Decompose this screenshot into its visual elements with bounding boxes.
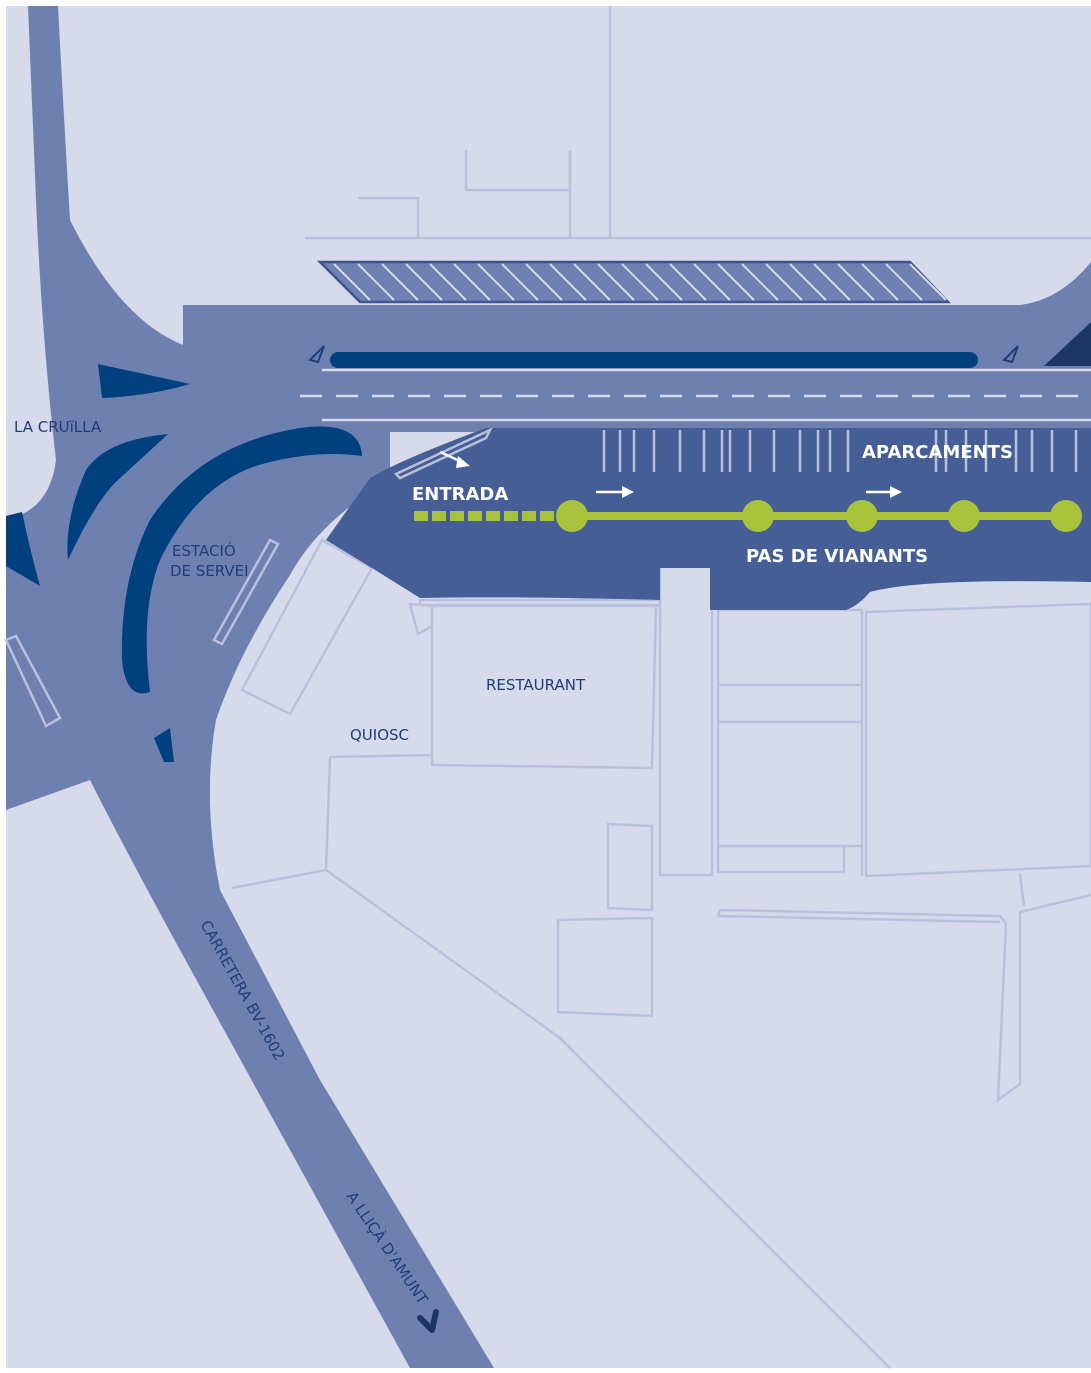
label-entrada: ENTRADA [412, 484, 508, 505]
label-la-cruilla: LA CRUïLLA [14, 418, 102, 436]
path-node [556, 500, 588, 532]
label-restaurant: RESTAURANT [486, 676, 586, 694]
path-node [846, 500, 878, 532]
label-quiosc: QUIOSC [350, 726, 409, 744]
label-aparcaments: APARCAMENTS [862, 442, 1013, 463]
hatch-line [717, 263, 755, 301]
hatch-line [333, 263, 371, 301]
label-estacio-1: ESTACIÓ [172, 541, 236, 560]
path-node [742, 500, 774, 532]
hatch-line [621, 263, 659, 301]
hatch-line [669, 263, 707, 301]
hatched-parking-strip [316, 260, 951, 304]
hatch-line [741, 263, 779, 301]
triangle-marker-icon [308, 345, 1019, 364]
label-estacio-2: DE SERVEI [170, 562, 249, 580]
hatch-line [885, 263, 923, 301]
hatch-line [549, 263, 587, 301]
upper-building-outlines [305, 6, 1091, 240]
hatch-line [573, 263, 611, 301]
pedestrian-path [414, 500, 1082, 532]
hatch-lines [333, 263, 947, 301]
hatch-line [525, 263, 563, 301]
hatch-line [405, 263, 443, 301]
junction-islands [6, 364, 362, 762]
main-road [183, 262, 1091, 432]
hatch-line [909, 263, 947, 301]
hatch-line [357, 263, 395, 301]
hatch-line [429, 263, 467, 301]
road-median [330, 352, 978, 368]
right-island [1044, 322, 1091, 366]
label-pas-de-vianants: PAS DE VIANANTS [746, 546, 928, 567]
hatch-line [789, 263, 827, 301]
path-node [1050, 500, 1082, 532]
road-edge-lines [322, 368, 1091, 422]
arrow-right-icon [439, 450, 902, 498]
hatch-line [645, 263, 683, 301]
hatch-line [861, 263, 899, 301]
parking-stalls [602, 430, 1078, 472]
hatch-line [837, 263, 875, 301]
chevron-down-icon [417, 1309, 439, 1333]
junction-road [6, 6, 494, 1368]
hatch-line [477, 263, 515, 301]
path-node [948, 500, 980, 532]
hatch-line [453, 263, 491, 301]
hatch-line [813, 263, 851, 301]
hatch-line [597, 263, 635, 301]
hatch-line [501, 263, 539, 301]
hatch-line [765, 263, 803, 301]
left-road-arm [6, 600, 110, 810]
curb-strips [4, 427, 493, 728]
hatch-line [693, 263, 731, 301]
hatch-line [381, 263, 419, 301]
